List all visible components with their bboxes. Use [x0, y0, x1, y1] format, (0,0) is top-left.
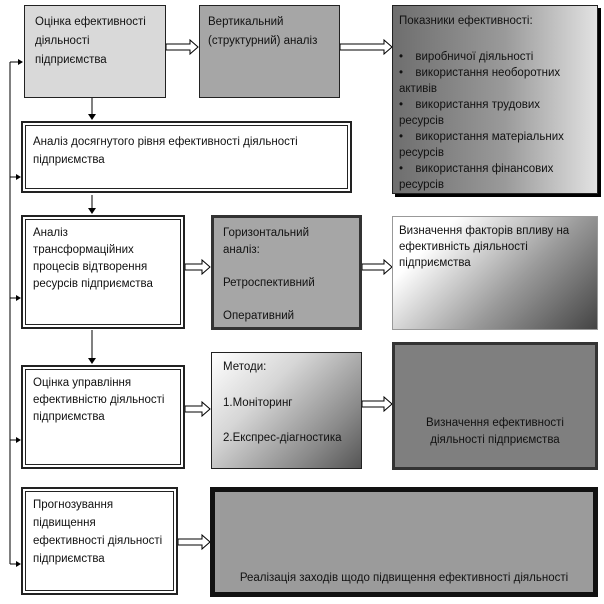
box-text-line: аналіз: [223, 244, 260, 256]
indicator-text: виробничої діяльності [415, 51, 534, 63]
box-text-line: Оперативний [223, 310, 295, 322]
box-text-line: підвищення [33, 517, 96, 529]
indicators-list: • виробничої діяльності • використання н… [399, 49, 595, 193]
box-text-line: ефективністю діяльності [33, 394, 165, 406]
indicator-item: • використання необоротних активів [399, 65, 595, 97]
bullet-icon: • [399, 99, 404, 111]
indicator-text: ресурсів [399, 179, 444, 191]
box-achieved-level-analysis: Аналіз досягнутого рівня ефективності ді… [21, 121, 352, 193]
box-text-line: 1.Моніторинг [223, 397, 293, 409]
box-text-line: Визначення факторів впливу на [399, 225, 570, 237]
bullet-icon: • [399, 67, 404, 79]
box-text-line: Ретроспективний [223, 277, 315, 289]
inner-frame [25, 369, 181, 465]
box-text-line: Горизонтальний [223, 227, 309, 239]
box-text-line: процесів відтворення [33, 261, 148, 273]
box-text-line: підприємства [35, 54, 107, 66]
indicator-item: • використання трудових ресурсів [399, 97, 595, 129]
indicator-text: використання фінансових [415, 163, 554, 175]
box-transformation-analysis: Аналіз трансформаційних процесів відтвор… [21, 215, 185, 329]
bullet-icon: • [399, 163, 404, 175]
box-efficiency-indicators: Показники ефективності: • виробничої дія… [392, 5, 598, 194]
indicator-item: • використання матеріальних ресурсів [399, 129, 595, 161]
box-text-line: Оцінка ефективності [35, 16, 146, 28]
indicators-title: Показники ефективності: [399, 15, 533, 27]
box-efficiency-determination: Визначення ефективності діяльності підпр… [392, 342, 598, 470]
box-horizontal-analysis: Горизонтальний аналіз: Ретроспективний О… [211, 215, 362, 330]
box-text-line: ефективність діяльності [399, 241, 528, 253]
box-methods: Методи: 1.Моніторинг 2.Експрес-діагности… [211, 352, 362, 469]
box-text-line: трансформаційних [33, 244, 134, 256]
indicator-item: • виробничої діяльності [399, 49, 595, 65]
indicator-text: ресурсів [399, 147, 444, 159]
indicator-text: активів [399, 83, 438, 95]
bullet-icon: • [399, 51, 404, 63]
box-forecasting: Прогнозування підвищення ефективності ді… [21, 487, 178, 595]
box-text-line: ресурсів підприємства [33, 278, 153, 290]
bullet-icon: • [399, 131, 404, 143]
box-text-line: діяльності [35, 35, 90, 47]
box-management-assessment: Оцінка управління ефективністю діяльност… [21, 365, 185, 469]
indicator-text: використання трудових [415, 99, 540, 111]
inner-frame [25, 219, 181, 325]
box-text-line: 2.Експрес-діагностика [223, 432, 342, 444]
indicator-text: використання необоротних [415, 67, 561, 79]
box-text-line: ефективності діяльності [33, 535, 163, 547]
box-text-line: Вертикальний [208, 16, 284, 28]
box-text-line: діяльності підприємства [430, 434, 560, 446]
box-text-line: Оцінка управління [33, 377, 132, 389]
box-text-line: (структурний) аналіз [208, 35, 318, 47]
inner-frame [25, 491, 174, 591]
indicator-text: ресурсів [399, 115, 444, 127]
indicator-text: використання матеріальних [415, 131, 564, 143]
indicator-item: • використання фінансових ресурсів [399, 161, 595, 193]
box-text-line: підприємства [33, 154, 105, 166]
box-text-line: Визначення ефективності [426, 417, 564, 429]
box-efficiency-assessment: Оцінка ефективності діяльності підприємс… [24, 5, 166, 98]
box-text-line: Реалізація заходів щодо підвищення ефект… [239, 572, 569, 584]
box-text-line: Прогнозування [33, 499, 114, 511]
box-text-line: Методи: [223, 361, 267, 373]
box-text-line: підприємства [399, 257, 471, 269]
box-text-line: Аналіз [33, 227, 68, 239]
box-text-line: Аналіз досягнутого рівня ефективності ді… [33, 136, 298, 148]
box-vertical-analysis: Вертикальний (структурний) аналіз [199, 5, 340, 98]
inner-frame [25, 125, 348, 189]
box-impact-factors: Визначення факторів впливу на ефективніс… [392, 216, 598, 330]
box-text-line: підприємства [33, 553, 105, 565]
box-text-line: підприємства [33, 411, 105, 423]
box-implementation-measures: Реалізація заходів щодо підвищення ефект… [210, 487, 598, 597]
